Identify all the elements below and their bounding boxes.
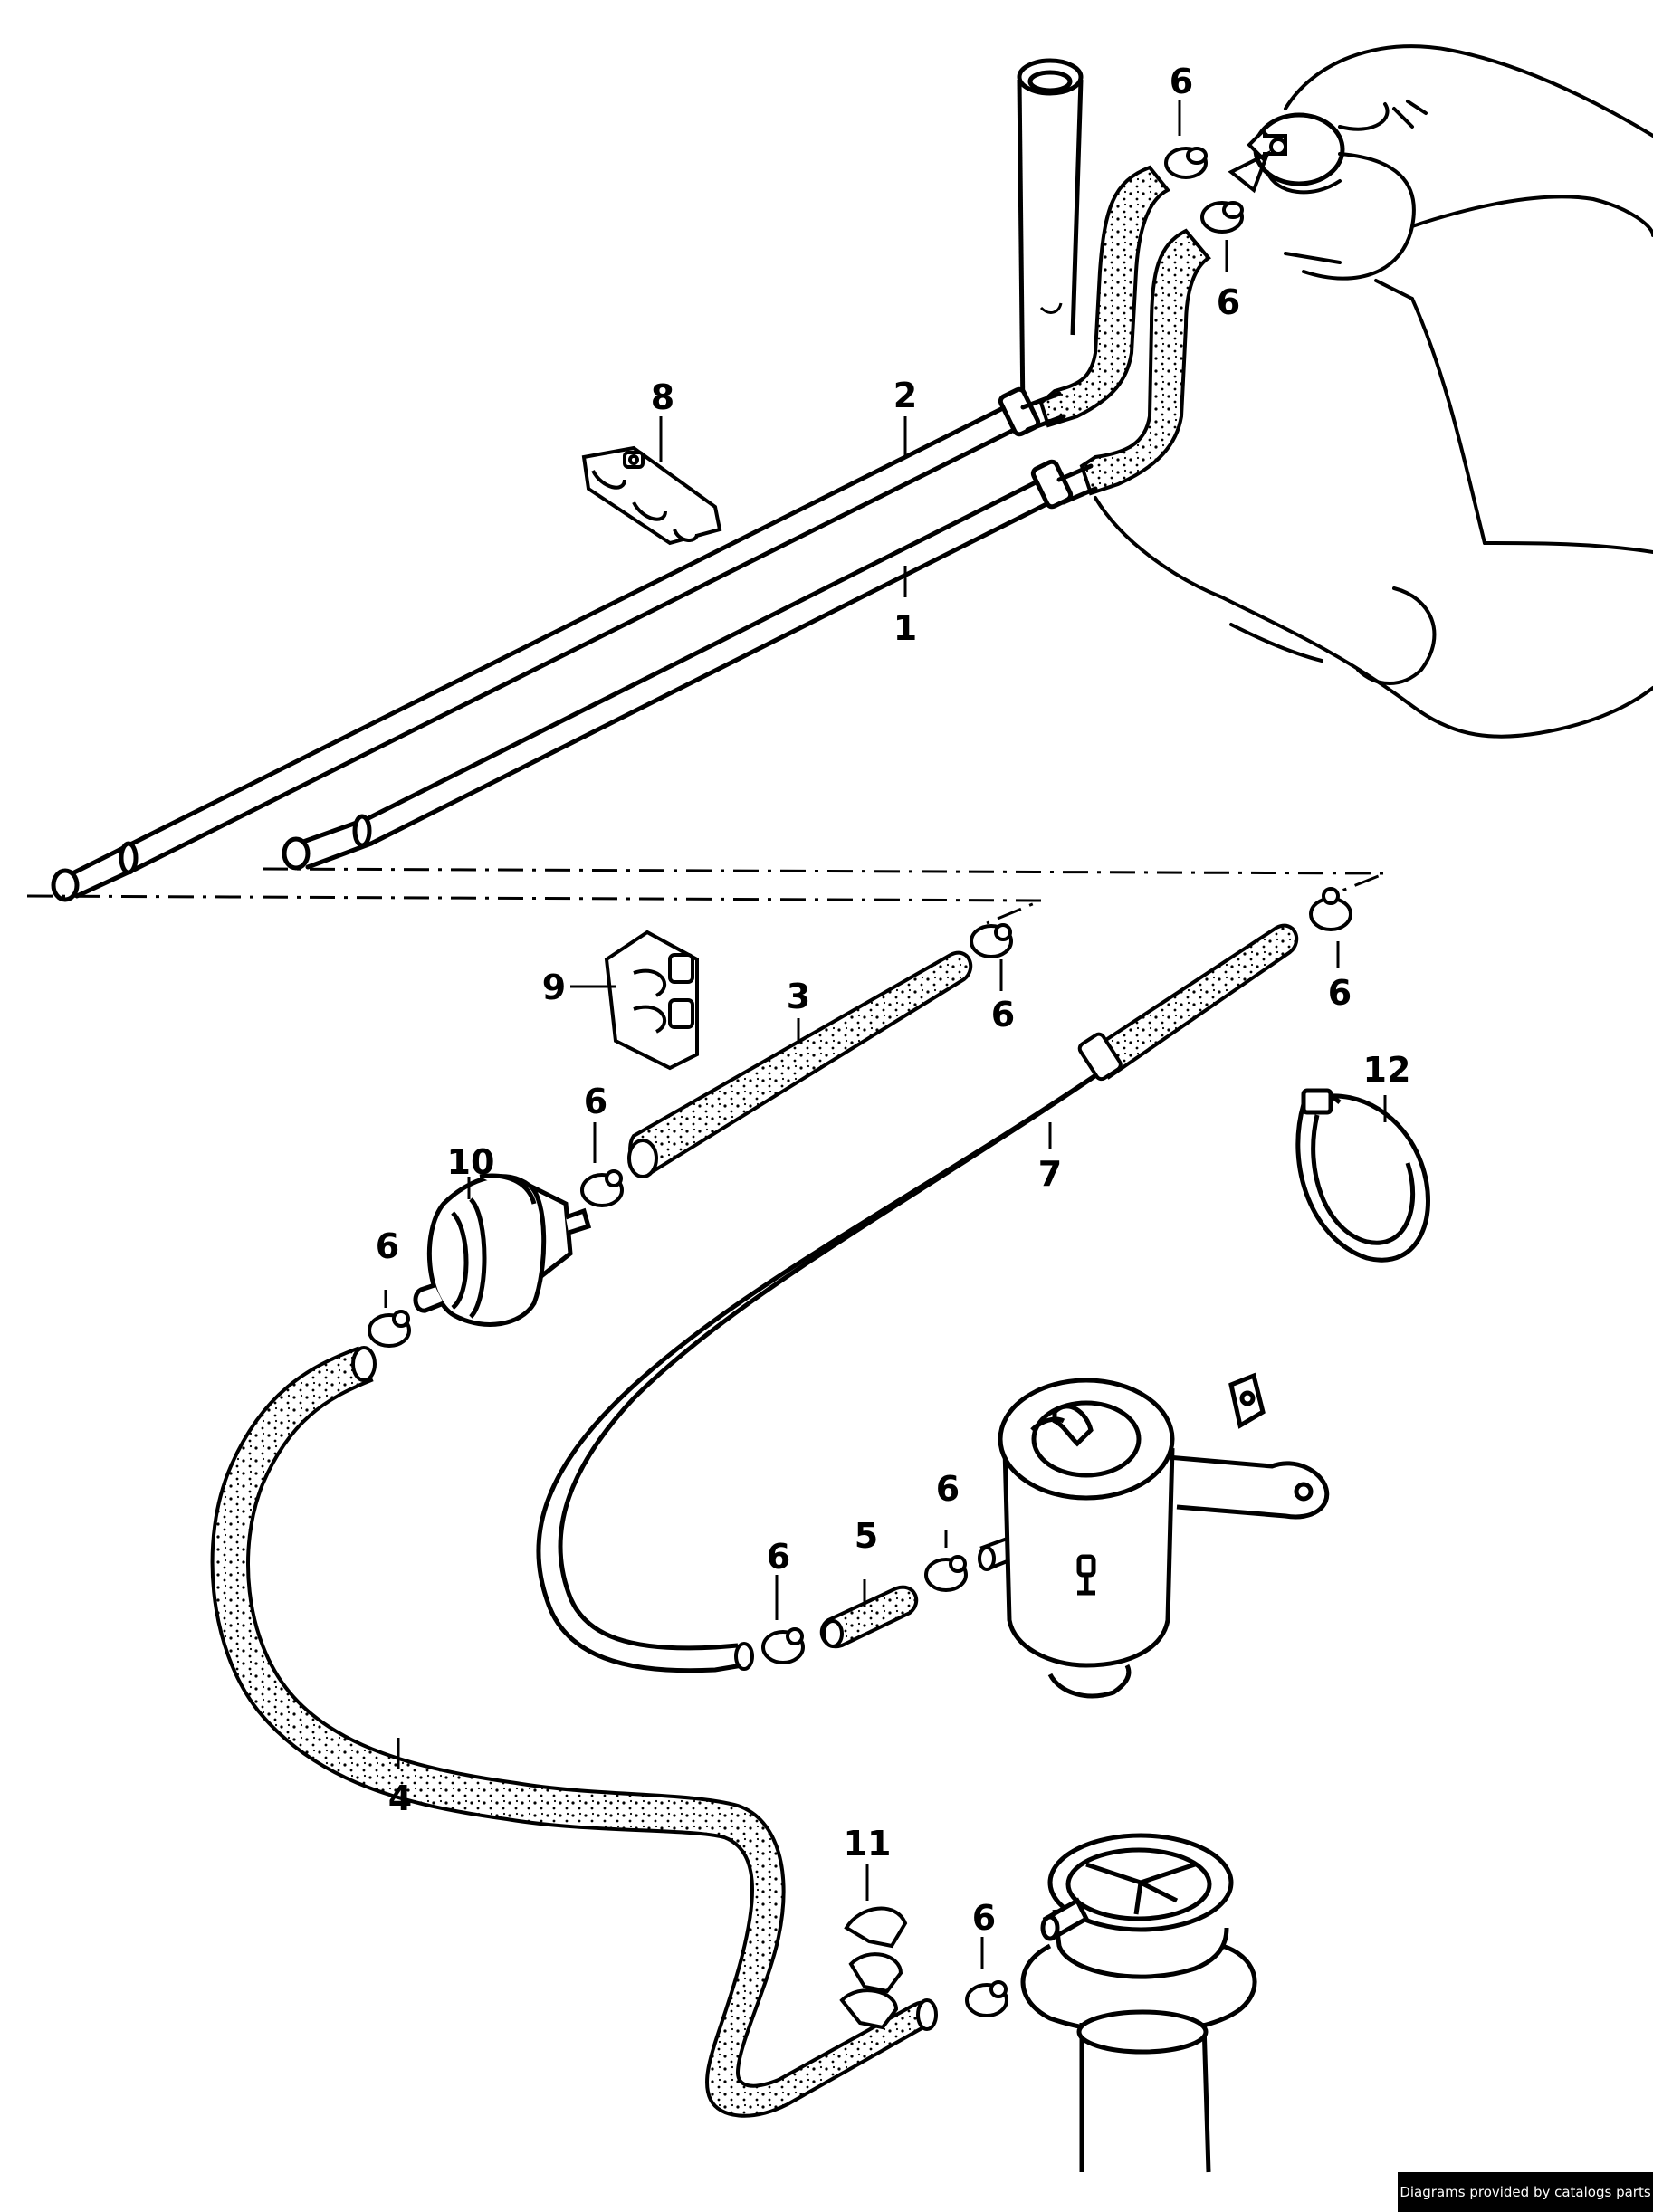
bracket-8: [581, 445, 722, 546]
pipe-1: [282, 459, 1098, 871]
callout-3: 3: [787, 977, 810, 1016]
callout-7: 7: [1038, 1154, 1062, 1194]
hose-clamps-top: [1164, 129, 1287, 234]
break-line: [26, 867, 1386, 925]
callout-6: 6: [991, 995, 1015, 1034]
callout-6: 6: [376, 1226, 399, 1266]
pressure-damper: [1020, 1833, 1257, 2173]
pipe-2: [51, 386, 1066, 902]
filler-neck: [1017, 58, 1084, 417]
small-clamps: [368, 887, 1352, 2017]
hose-3: [627, 950, 973, 1178]
callout-9: 9: [542, 968, 566, 1007]
fuel-tank: [1094, 44, 1653, 739]
tank-hoses: [1038, 165, 1211, 496]
callout-1: 1: [893, 608, 917, 648]
hose-5: [819, 1585, 919, 1649]
callout-12: 12: [1363, 1050, 1411, 1090]
callout-6: 6: [936, 1469, 960, 1509]
canister: [998, 1372, 1330, 1699]
credit-banner: Diagrams provided by catalogs parts: [1398, 2172, 1653, 2212]
callout-6: 6: [1328, 973, 1352, 1013]
callout-6: 6: [1217, 282, 1240, 322]
hose-7: [536, 923, 1299, 1673]
callout-8: 8: [651, 377, 674, 417]
callout-11: 11: [844, 1824, 892, 1864]
callout-2: 2: [893, 376, 917, 415]
callout-4: 4: [388, 1778, 412, 1818]
leader-lines: [384, 100, 1387, 1969]
band-clamp-12: [1295, 1088, 1430, 1263]
clip-11: [839, 1906, 908, 2030]
callouts: 6 6 2 1 8 9 3 6 6 12 7 6 10 6 6 5 6 4 11…: [376, 62, 1411, 1938]
callout-5: 5: [855, 1516, 878, 1556]
callout-6: 6: [1170, 62, 1193, 101]
hose-4: [210, 1346, 938, 2118]
bracket-9: [604, 930, 699, 1071]
callout-6: 6: [584, 1082, 607, 1121]
callout-6: 6: [972, 1898, 996, 1938]
fuel-filter-10: [413, 1173, 592, 1327]
callout-10: 10: [447, 1142, 495, 1182]
callout-6: 6: [767, 1537, 790, 1577]
